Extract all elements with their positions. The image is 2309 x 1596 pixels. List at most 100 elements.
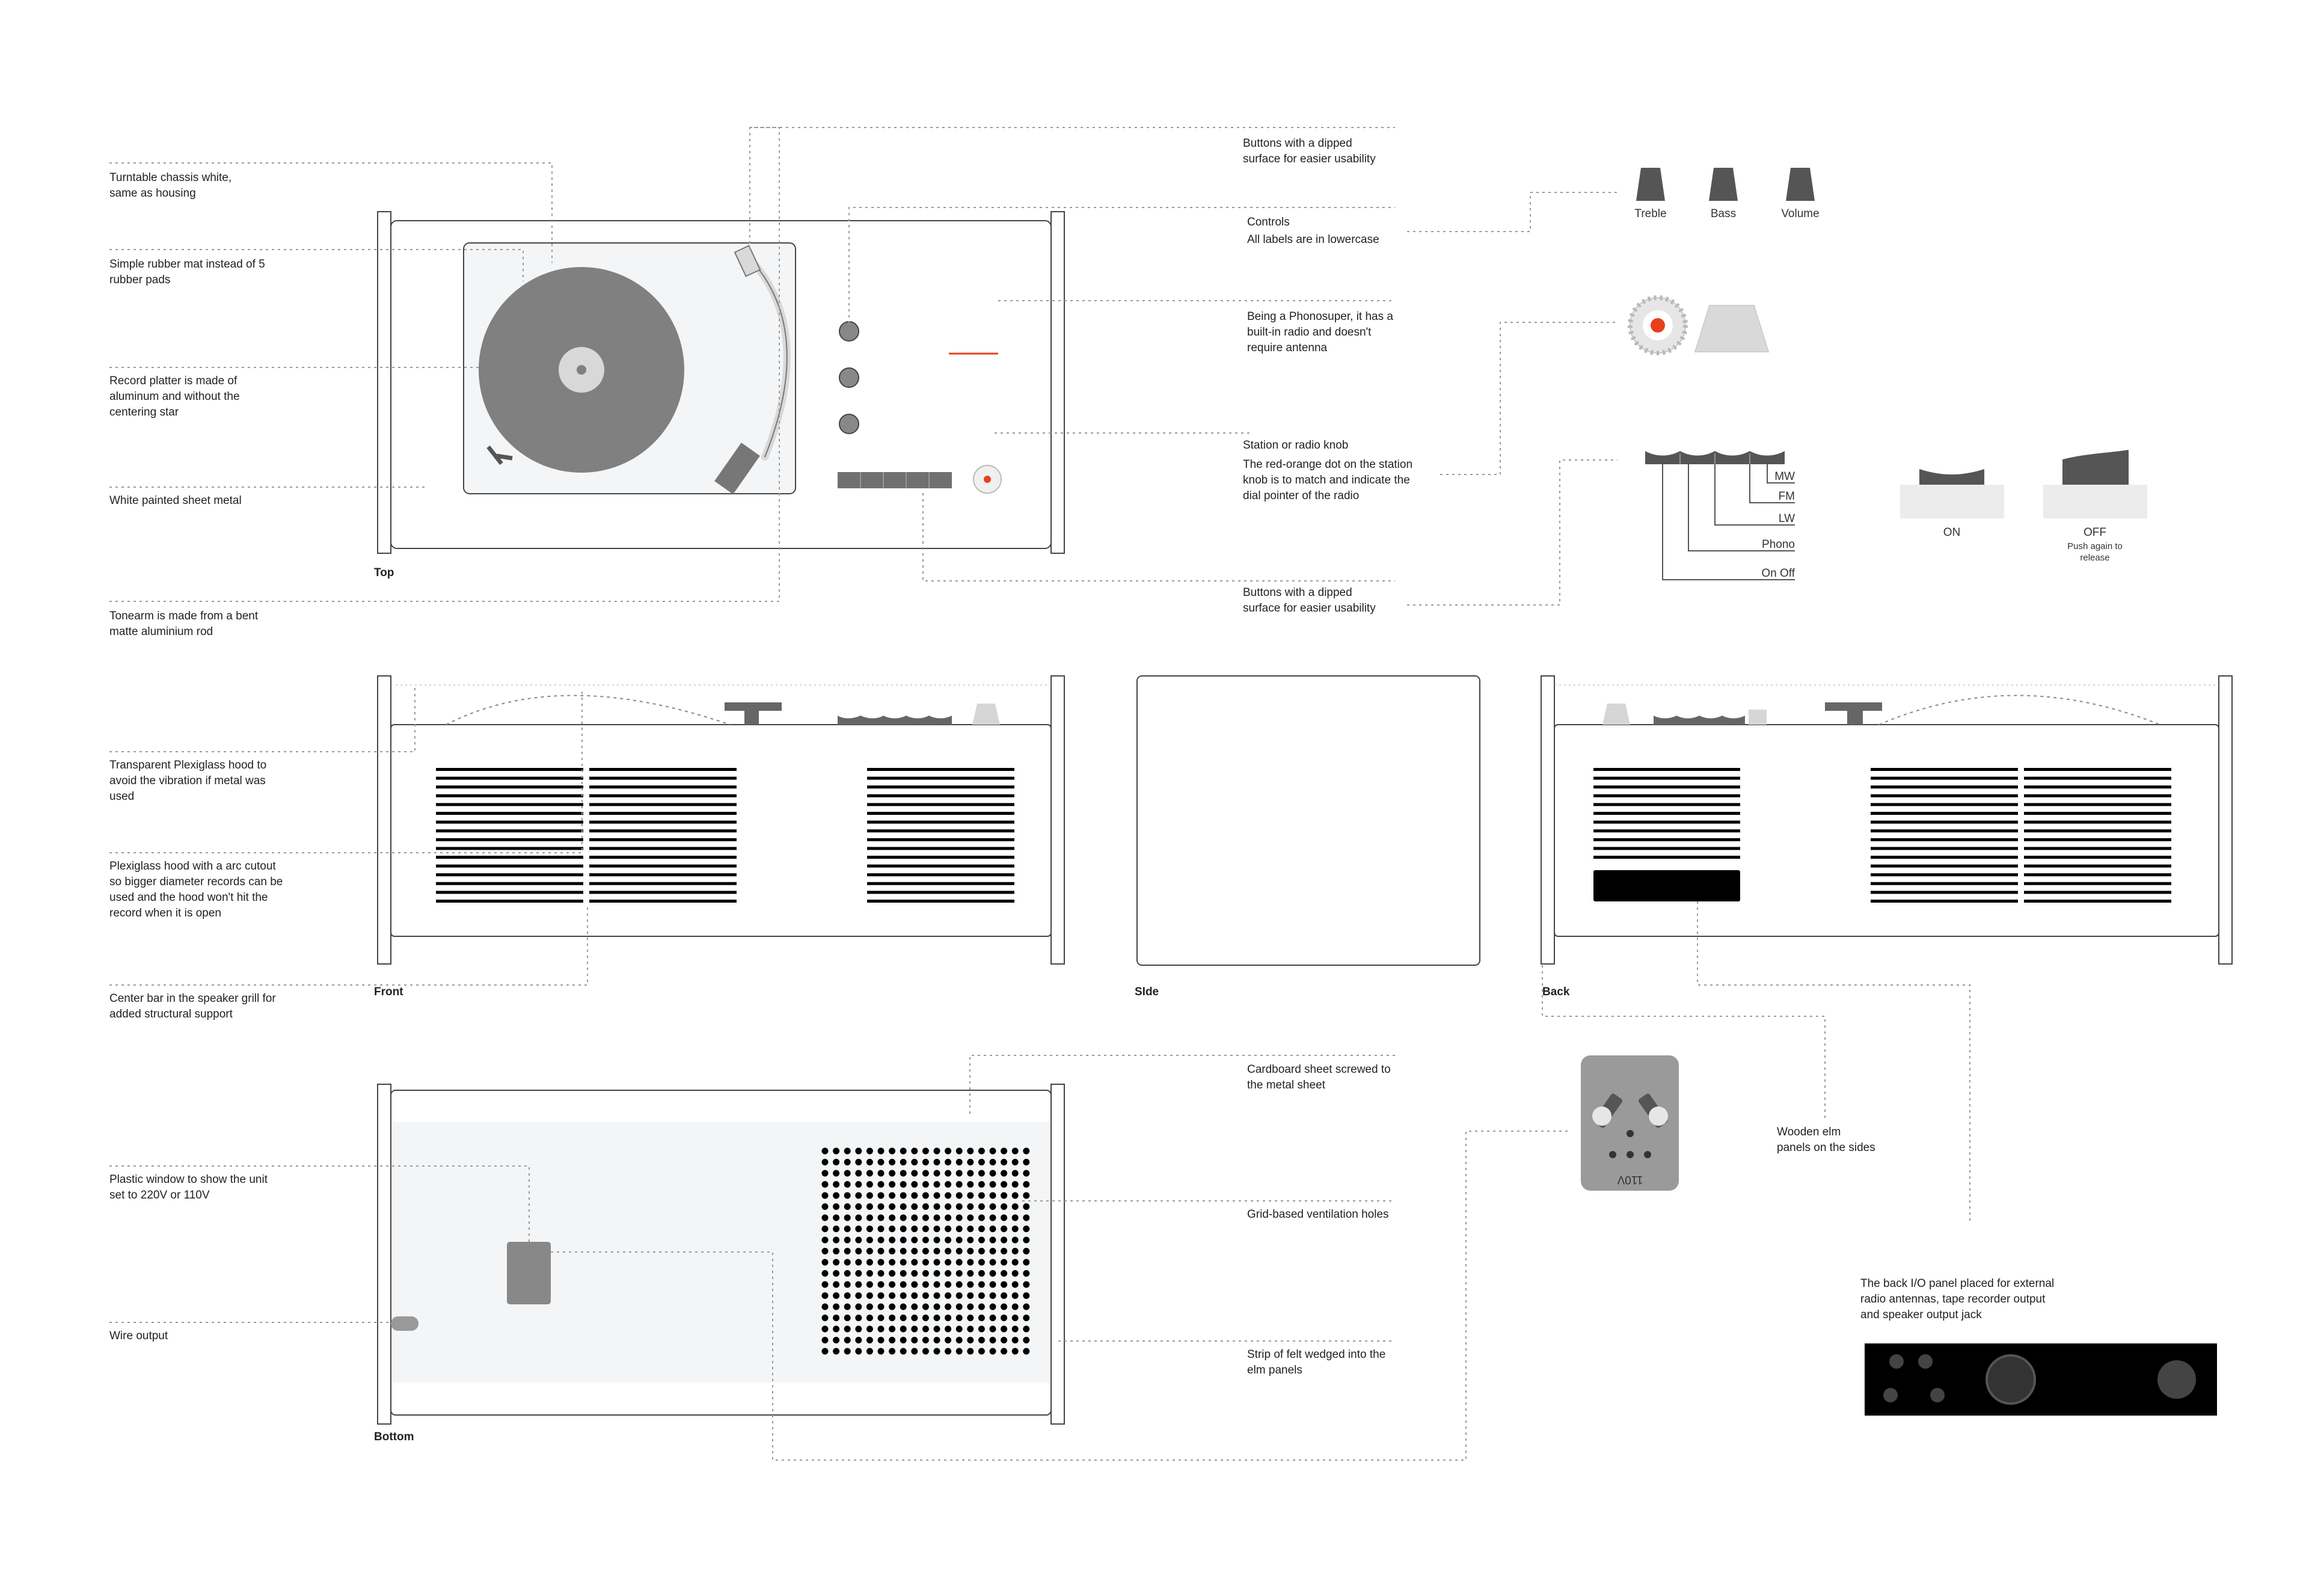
vent-hole <box>833 1192 840 1199</box>
vent-hole <box>877 1203 885 1210</box>
vent-hole <box>877 1348 885 1355</box>
vent-hole <box>1001 1159 1008 1165</box>
vent-hole <box>833 1214 840 1221</box>
knob-label-treble: Treble <box>1634 207 1666 220</box>
grill-line <box>867 812 1014 815</box>
annotation-buttons-top: Buttons with a dipped surface for easier… <box>1243 137 1376 165</box>
grill-line <box>589 785 737 789</box>
band-label-mw: MW <box>1774 470 1795 483</box>
vent-hole <box>978 1337 985 1343</box>
vent-hole <box>855 1348 862 1355</box>
hood-arc <box>446 695 731 725</box>
grill-line <box>436 785 583 789</box>
grill-line <box>1871 891 2018 894</box>
vent-hole <box>833 1325 840 1333</box>
vent-hole <box>833 1292 840 1299</box>
vent-hole <box>1011 1270 1019 1277</box>
control-knobs: Treble Bass Volume <box>1634 168 1820 220</box>
grill-line <box>867 768 1014 771</box>
side-view: SIde <box>1135 675 1480 998</box>
grill-line <box>436 820 583 824</box>
vent-hole <box>821 1348 829 1355</box>
vent-hole <box>866 1147 873 1155</box>
vent-hole <box>844 1303 851 1310</box>
vent-hole <box>900 1203 907 1210</box>
vent-hole <box>866 1226 873 1232</box>
view-label-top: Top <box>374 566 394 579</box>
vent-hole <box>955 1325 963 1333</box>
leaders-top-left <box>109 127 780 602</box>
vent-hole <box>911 1303 918 1310</box>
grill-line <box>2024 803 2171 806</box>
vent-hole <box>855 1214 862 1221</box>
grill-line <box>589 768 737 771</box>
vent-hole <box>911 1337 918 1343</box>
switch-label-off: OFF <box>2084 526 2106 539</box>
vent-hole <box>877 1236 885 1244</box>
vent-hole <box>1001 1203 1008 1210</box>
wire-output-icon <box>391 1316 419 1331</box>
grill-line <box>867 847 1014 850</box>
vent-hole <box>911 1292 918 1299</box>
vent-hole <box>844 1181 851 1188</box>
vent-hole <box>922 1303 929 1310</box>
speaker-grill-front <box>436 768 1014 903</box>
vent-hole <box>922 1292 929 1299</box>
top-view: Top <box>374 211 1065 579</box>
vent-hole <box>922 1259 929 1266</box>
vent-hole <box>855 1236 862 1244</box>
vent-hole <box>989 1292 996 1299</box>
vent-hole <box>855 1181 862 1188</box>
vent-hole <box>1001 1270 1008 1277</box>
vent-hole <box>877 1226 885 1232</box>
grill-line <box>867 891 1014 894</box>
vent-hole <box>855 1147 862 1155</box>
vent-hole <box>900 1226 907 1232</box>
annotation-vent: Grid-based ventilation holes <box>1247 1208 1389 1221</box>
vent-hole <box>933 1337 940 1343</box>
vent-hole <box>978 1292 985 1299</box>
vent-hole <box>955 1248 963 1254</box>
grill-line <box>1871 803 2018 806</box>
grill-line <box>589 838 737 841</box>
vent-hole <box>978 1325 985 1333</box>
vent-hole <box>900 1159 907 1165</box>
grill-line <box>436 882 583 885</box>
grill-line <box>589 794 737 797</box>
grill-line <box>1593 847 1740 850</box>
switch-off-note-2: release <box>2080 553 2109 563</box>
vent-hole <box>933 1192 940 1199</box>
grill-line <box>436 803 583 806</box>
view-label-front: Front <box>374 986 403 998</box>
vent-hole <box>844 1348 851 1355</box>
knob-front-icon <box>972 704 1000 725</box>
vent-hole <box>1023 1281 1030 1288</box>
vent-hole <box>900 1292 907 1299</box>
annotation-elm: Wooden elm panels on the sides <box>1777 1126 1875 1154</box>
vent-hole <box>821 1337 829 1343</box>
vent-hole <box>855 1259 862 1266</box>
vent-hole <box>1011 1303 1019 1310</box>
view-label-back: Back <box>1542 986 1570 998</box>
vent-hole <box>900 1281 907 1288</box>
vent-hole <box>978 1226 985 1232</box>
vent-hole <box>889 1181 896 1188</box>
vent-hole <box>1023 1226 1030 1232</box>
vent-hole <box>922 1181 929 1188</box>
grill-line <box>1593 776 1740 780</box>
vent-hole <box>945 1248 952 1254</box>
vent-hole <box>967 1181 974 1188</box>
volume-knob-icon <box>1786 168 1815 201</box>
io-panel-detail <box>1865 1343 2217 1416</box>
grill-line <box>867 856 1014 859</box>
vent-hole <box>933 1214 940 1221</box>
vent-hole <box>900 1181 907 1188</box>
vent-hole <box>922 1226 929 1232</box>
tonearm-front-icon <box>725 702 782 725</box>
grill-line <box>2024 820 2171 824</box>
vent-hole <box>1023 1181 1030 1188</box>
grill-line <box>1871 794 2018 797</box>
vent-hole <box>978 1348 985 1355</box>
vent-hole <box>900 1270 907 1277</box>
vent-hole <box>955 1236 963 1244</box>
